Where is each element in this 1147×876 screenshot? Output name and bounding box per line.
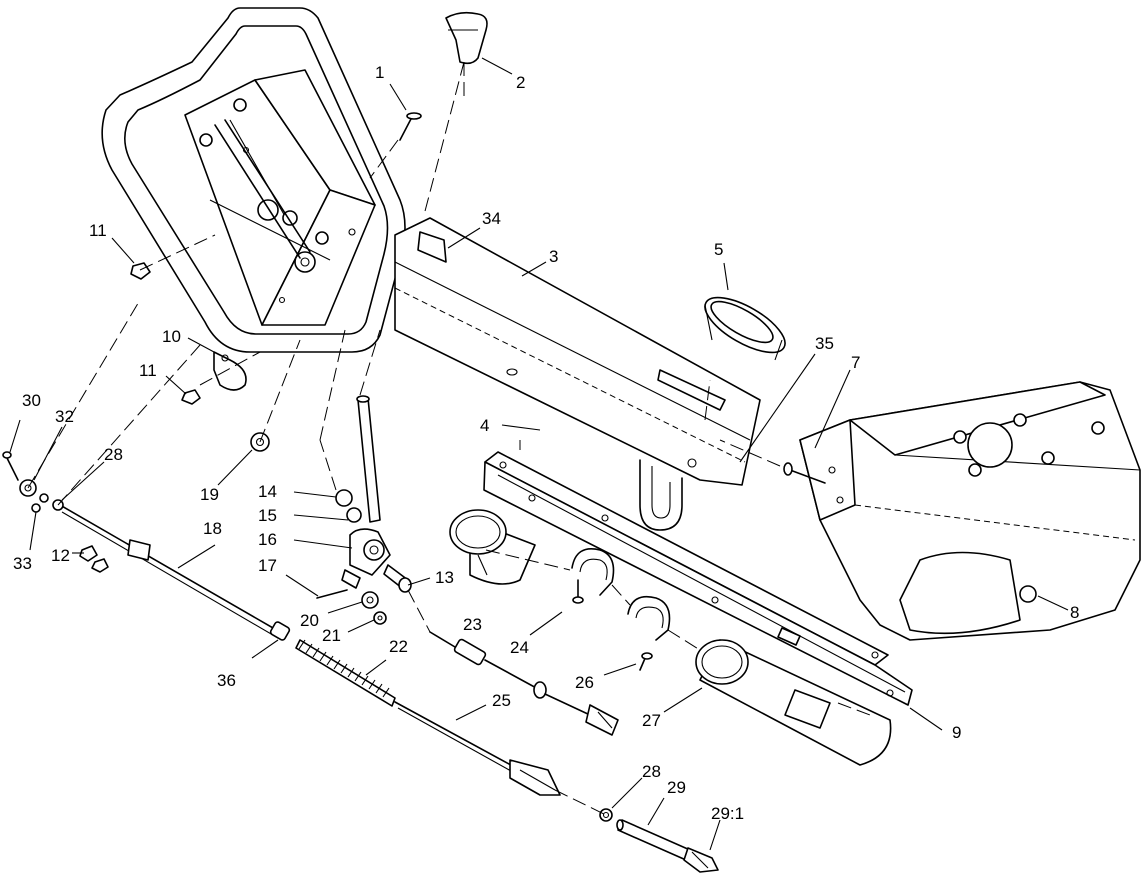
callout-32: 32: [55, 407, 74, 426]
callout-30: 30: [22, 391, 41, 410]
callout-28b: 28: [642, 762, 661, 781]
callout-20: 20: [300, 611, 319, 630]
rod-end-29: [599, 808, 719, 873]
callout-19: 19: [200, 485, 219, 504]
callout-36: 36: [217, 671, 236, 690]
callout-15: 15: [258, 506, 277, 525]
cable-22: [295, 639, 561, 796]
callout-13: 13: [435, 568, 454, 587]
knob: [445, 11, 488, 65]
grommet: [704, 296, 786, 361]
callout-10: 10: [162, 327, 181, 346]
callout-11b: 11: [139, 361, 157, 380]
callout-7: 7: [851, 353, 860, 372]
callout-33: 33: [13, 554, 32, 573]
bolt-1: [399, 112, 422, 141]
drive-housing: [783, 381, 1141, 641]
cable-25: [429, 631, 619, 736]
callout-27: 27: [642, 711, 661, 730]
clamps: [571, 548, 671, 641]
callout-16: 16: [258, 530, 277, 549]
callout-3: 3: [549, 247, 558, 266]
clip-and-nuts: [130, 262, 247, 405]
callout-14: 14: [258, 482, 277, 501]
callout-28a: 28: [104, 445, 123, 464]
callout-17: 17: [258, 556, 277, 575]
callout-29-1: 29:1: [711, 804, 744, 823]
callout-labels: 1 2 3 4 5 7 8 9 10 11 11 12 13 14 15 16 …: [13, 63, 1079, 823]
callout-9: 9: [952, 723, 961, 742]
callout-21: 21: [322, 626, 341, 645]
callout-8: 8: [1070, 603, 1079, 622]
callout-22: 22: [389, 637, 408, 656]
main-tube: [394, 217, 761, 531]
callout-23: 23: [463, 615, 482, 634]
callout-12: 12: [51, 546, 70, 565]
rod-18: [2, 451, 291, 641]
cover-tube: [695, 639, 892, 766]
screw-26: [639, 652, 653, 671]
sleeve: [449, 509, 536, 585]
callout-11a: 11: [89, 221, 107, 240]
callout-4: 4: [480, 416, 489, 435]
control-plate: [184, 69, 376, 326]
callout-34: 34: [482, 209, 501, 228]
callout-24: 24: [510, 638, 529, 657]
callout-26: 26: [575, 673, 594, 692]
callout-18: 18: [203, 519, 222, 538]
callout-25: 25: [492, 691, 511, 710]
phantom-lines: [27, 61, 871, 816]
callout-35: 35: [815, 334, 834, 353]
shift-lever: [316, 395, 412, 599]
callout-2: 2: [516, 73, 525, 92]
callout-1: 1: [375, 63, 384, 82]
support-bar: [483, 451, 913, 706]
callout-29: 29: [667, 778, 686, 797]
leader-lines: [9, 57, 1069, 851]
callout-5: 5: [714, 240, 723, 259]
